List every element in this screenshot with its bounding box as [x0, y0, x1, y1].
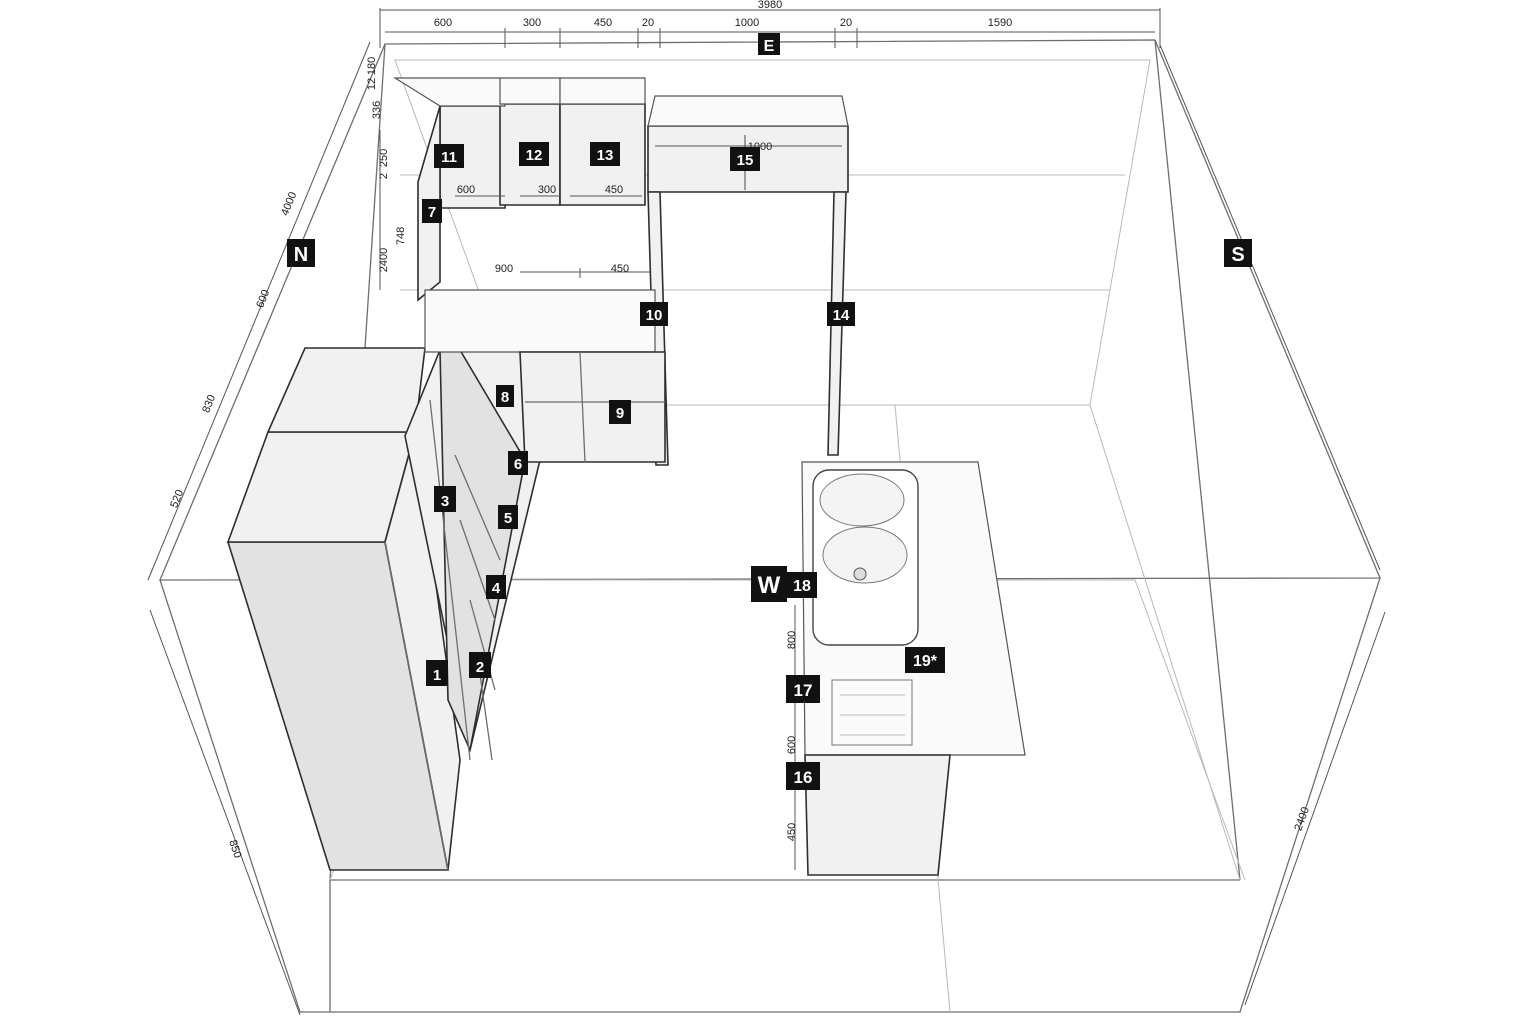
room-height-2400: 2400 — [1292, 805, 1312, 832]
compass-south-label: S — [1231, 244, 1244, 266]
unit-tag-16: 16 — [786, 762, 820, 790]
unit-tag-3-label: 3 — [441, 493, 449, 510]
unit-tag-14: 14 — [827, 302, 855, 326]
unit-tag-17: 17 — [786, 675, 820, 703]
unit-tag-8: 8 — [496, 385, 514, 407]
island-dim-800: 800 — [786, 631, 798, 649]
unit-tag-12-label: 12 — [526, 147, 543, 164]
floor-dim-450: 450 — [611, 263, 629, 275]
unit-tag-9-label: 9 — [616, 405, 624, 422]
side-dim-850: 850 — [226, 838, 243, 859]
wall-dim-600: 600 — [457, 184, 475, 196]
dim-20-b: 20 — [840, 17, 852, 29]
dim-1000: 1000 — [735, 17, 759, 29]
unit-tag-9: 9 — [609, 400, 631, 424]
unit-tag-12: 12 — [519, 142, 549, 166]
dim-300: 300 — [523, 17, 541, 29]
island — [801, 461, 1026, 876]
dim-overall-width: 3980 — [758, 0, 782, 11]
unit-tag-11: 11 — [434, 144, 464, 168]
unit-tag-19-label: 19* — [913, 653, 938, 670]
unit-tag-4-label: 4 — [492, 580, 501, 597]
compass-north: N — [287, 239, 315, 267]
unit-tag-2-label: 2 — [476, 659, 484, 676]
wall-dim-450: 450 — [605, 184, 623, 196]
unit-tag-7-label: 7 — [428, 204, 436, 221]
unit-tag-16-label: 16 — [794, 768, 813, 787]
unit-tag-2: 2 — [469, 652, 491, 678]
compass-north-label: N — [294, 244, 308, 266]
dim-600: 600 — [434, 17, 452, 29]
unit-tag-3: 3 — [434, 486, 456, 512]
unit-tag-10: 10 — [640, 302, 668, 326]
compass-south: S — [1224, 239, 1252, 267]
unit-tag-15-label: 15 — [737, 152, 754, 169]
north-base-units — [404, 349, 541, 761]
north-dim-336: 336 — [371, 101, 383, 119]
compass-west-label: W — [758, 572, 781, 599]
unit-tag-10-label: 10 — [646, 307, 663, 324]
north-dim-748: 748 — [395, 227, 407, 245]
unit-tag-4: 4 — [486, 575, 506, 599]
corner-base-units — [424, 289, 666, 463]
side-dimension-lines — [147, 41, 1386, 1016]
unit-tag-13-label: 13 — [597, 147, 614, 164]
unit-tag-7: 7 — [422, 199, 442, 223]
tall-unit-1 — [226, 347, 461, 871]
unit-tag-6-label: 6 — [514, 456, 522, 473]
unit-tag-1-label: 1 — [433, 667, 441, 684]
island-dim-600: 600 — [786, 736, 798, 754]
north-dim-12: 12 — [366, 78, 378, 90]
unit-tag-5: 5 — [498, 505, 518, 529]
wall-dim-300: 300 — [538, 184, 556, 196]
unit-tag-13: 13 — [590, 142, 620, 166]
unit-tag-6: 6 — [508, 451, 528, 475]
compass-east: E — [758, 33, 780, 55]
dim-20-a: 20 — [642, 17, 654, 29]
north-dim-2: 2 — [378, 173, 390, 179]
floor-dim-900: 900 — [495, 263, 513, 275]
unit-tag-11-label: 11 — [441, 149, 457, 166]
unit-tag-14-label: 14 — [833, 307, 850, 324]
unit-tag-5-label: 5 — [504, 510, 512, 527]
compass-east-label: E — [764, 38, 775, 55]
north-dim-250: 250 — [378, 149, 390, 167]
compass-west: W — [751, 566, 787, 602]
top-dimension-lines — [379, 8, 1161, 278]
unit-tag-15: 15 — [730, 147, 760, 171]
unit-tag-17-label: 17 — [794, 681, 813, 700]
side-dim-4000: 4000 — [279, 190, 299, 217]
side-dim-520: 520 — [168, 488, 186, 510]
unit-tag-1: 1 — [426, 660, 448, 686]
dim-450: 450 — [594, 17, 612, 29]
dim-1590: 1590 — [988, 17, 1012, 29]
north-dim-180: 180 — [366, 57, 378, 75]
island-dim-450: 450 — [786, 823, 798, 841]
unit-tag-18: 18 — [787, 572, 817, 598]
columns — [647, 191, 847, 466]
unit-tag-18-label: 18 — [793, 578, 811, 595]
unit-tag-8-label: 8 — [501, 389, 509, 406]
side-dim-600: 600 — [254, 288, 272, 310]
north-dim-2400: 2400 — [378, 248, 390, 272]
dimension-labels: 3980 600 300 450 20 1000 20 1590 600 300… — [168, 0, 1312, 860]
side-dim-830: 830 — [200, 393, 218, 415]
unit-tag-19: 19* — [905, 647, 945, 673]
